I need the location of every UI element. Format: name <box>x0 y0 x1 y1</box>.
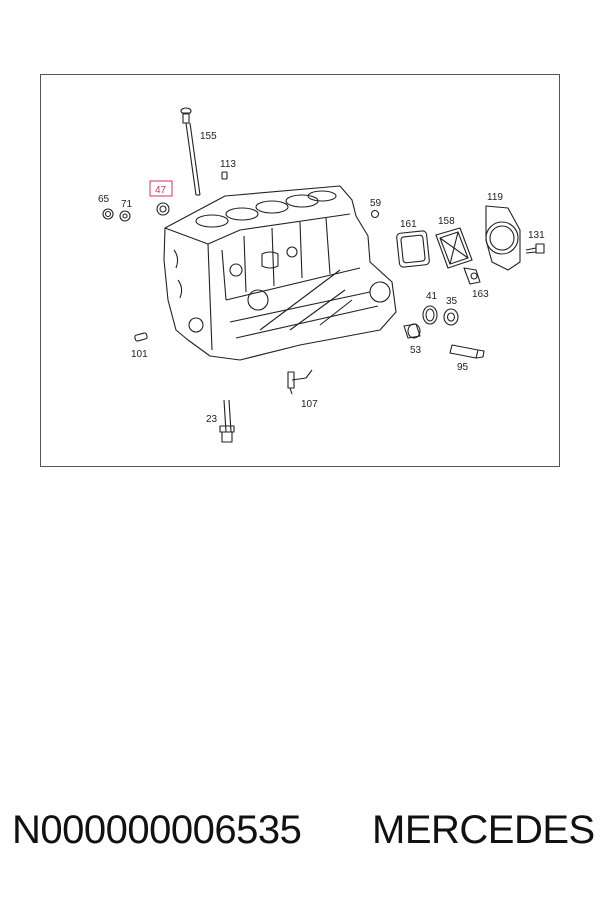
callout-163: 163 <box>472 289 489 300</box>
part-23-bolt <box>219 399 235 443</box>
part-59-ring <box>370 209 380 219</box>
callout-59: 59 <box>370 198 382 209</box>
part-65-nut <box>102 208 114 220</box>
callout-35: 35 <box>446 296 458 307</box>
part-155-bolt <box>180 107 201 196</box>
callout-101: 101 <box>131 349 148 360</box>
callout-119: 119 <box>487 192 503 203</box>
engine-block <box>163 185 397 361</box>
part-158-cover <box>435 227 473 269</box>
callout-53: 53 <box>410 345 422 356</box>
callout-158: 158 <box>438 216 455 227</box>
part-113-pin <box>221 171 228 180</box>
callout-155: 155 <box>200 131 217 142</box>
callout-113: 113 <box>220 159 236 170</box>
highlight-box-47 <box>149 180 173 197</box>
part-35-seal <box>443 308 459 326</box>
callout-161: 161 <box>400 219 417 230</box>
part-41-ring <box>422 305 438 325</box>
callout-71: 71 <box>121 199 133 210</box>
part-101-pin <box>134 332 148 342</box>
callout-41: 41 <box>426 291 438 302</box>
part-47-plug <box>156 202 170 216</box>
diagram-frame <box>40 74 560 467</box>
part-107-sensor <box>287 369 313 395</box>
part-53-plug <box>403 323 421 339</box>
callout-95: 95 <box>457 362 469 373</box>
brand-name: MERCEDES <box>372 808 595 852</box>
callout-131: 131 <box>528 230 545 241</box>
footer: N000000006535 MERCEDES <box>12 808 595 858</box>
callout-47: 47 <box>155 185 167 196</box>
part-119-seal-carrier <box>485 205 521 271</box>
callout-65: 65 <box>98 194 110 205</box>
part-163-bolt <box>463 267 481 285</box>
part-161-gasket <box>396 230 430 268</box>
callout-107: 107 <box>301 399 318 410</box>
part-71-washer <box>119 210 131 222</box>
callout-23: 23 <box>206 414 218 425</box>
part-131-bolt <box>525 243 545 254</box>
part-95-sensor <box>449 344 485 359</box>
part-number: N000000006535 <box>12 808 302 852</box>
